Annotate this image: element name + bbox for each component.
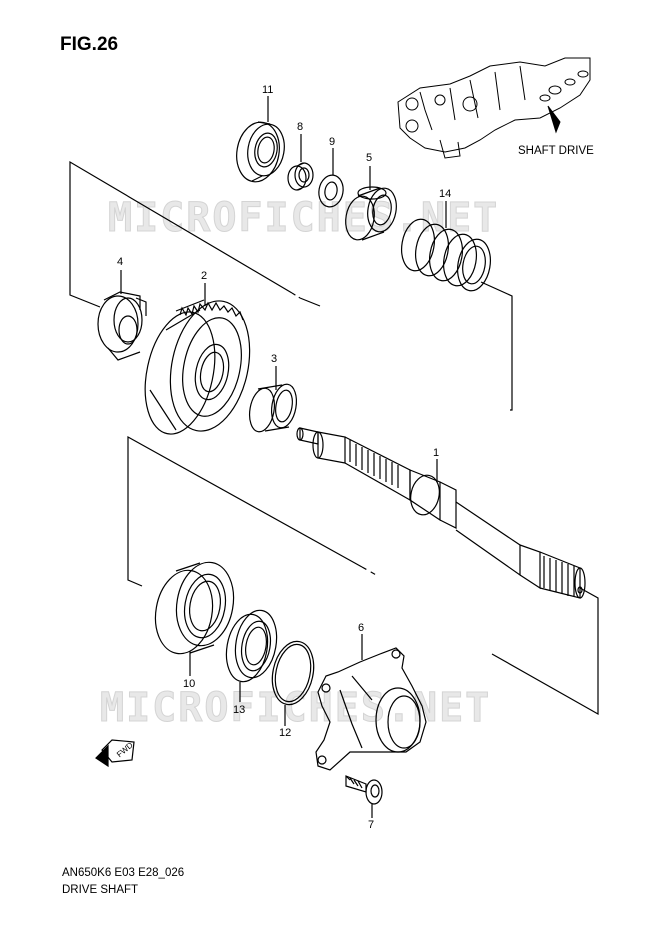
callout-6: 6 [358,622,365,634]
figure-title: FIG.26 [60,34,119,55]
part-7-bolt [345,775,383,805]
part-6-housing [315,647,427,771]
upper-frame-diag [299,297,321,307]
callout-3: 3 [271,353,278,365]
callout-7: 7 [368,819,375,831]
part-10-bearing [154,561,235,655]
callout-14: 14 [439,188,452,200]
callout-2: 2 [201,270,208,282]
lower-frame [127,435,599,716]
inset-label: SHAFT DRIVE [518,145,594,157]
part-4-cam [97,291,147,361]
callout-8: 8 [297,121,304,133]
callout-11: 11 [262,84,274,96]
callout-12: 12 [279,727,292,739]
part-3-bushing [248,383,298,433]
inset-shaft-drive [397,57,591,159]
part-1-shaft [296,427,586,599]
part-13-seal [225,609,278,683]
fwd-arrow-icon: FWD [95,739,135,768]
callout-5: 5 [366,152,373,164]
callout-9: 9 [329,136,336,148]
part-8-collar [287,162,314,191]
watermark-bottom: MICROFICHES.NET [99,685,492,732]
part-12-oring [271,640,315,706]
callout-4: 4 [117,256,124,268]
callout-1: 1 [433,447,440,459]
footer-caption: DRIVE SHAFT [62,884,139,896]
upper-frame [69,160,513,411]
part-5-sleeve [345,186,397,241]
part-11-bearing [236,121,285,183]
callout-13: 13 [233,704,246,716]
footer-code: AN650K6 E03 E28_026 [62,867,185,879]
watermark-top: MICROFICHES.NET [107,195,500,242]
part-2-gear [144,299,251,435]
callout-10: 10 [183,678,196,690]
part-9-washer [318,174,344,208]
part-14-spring [401,218,491,292]
